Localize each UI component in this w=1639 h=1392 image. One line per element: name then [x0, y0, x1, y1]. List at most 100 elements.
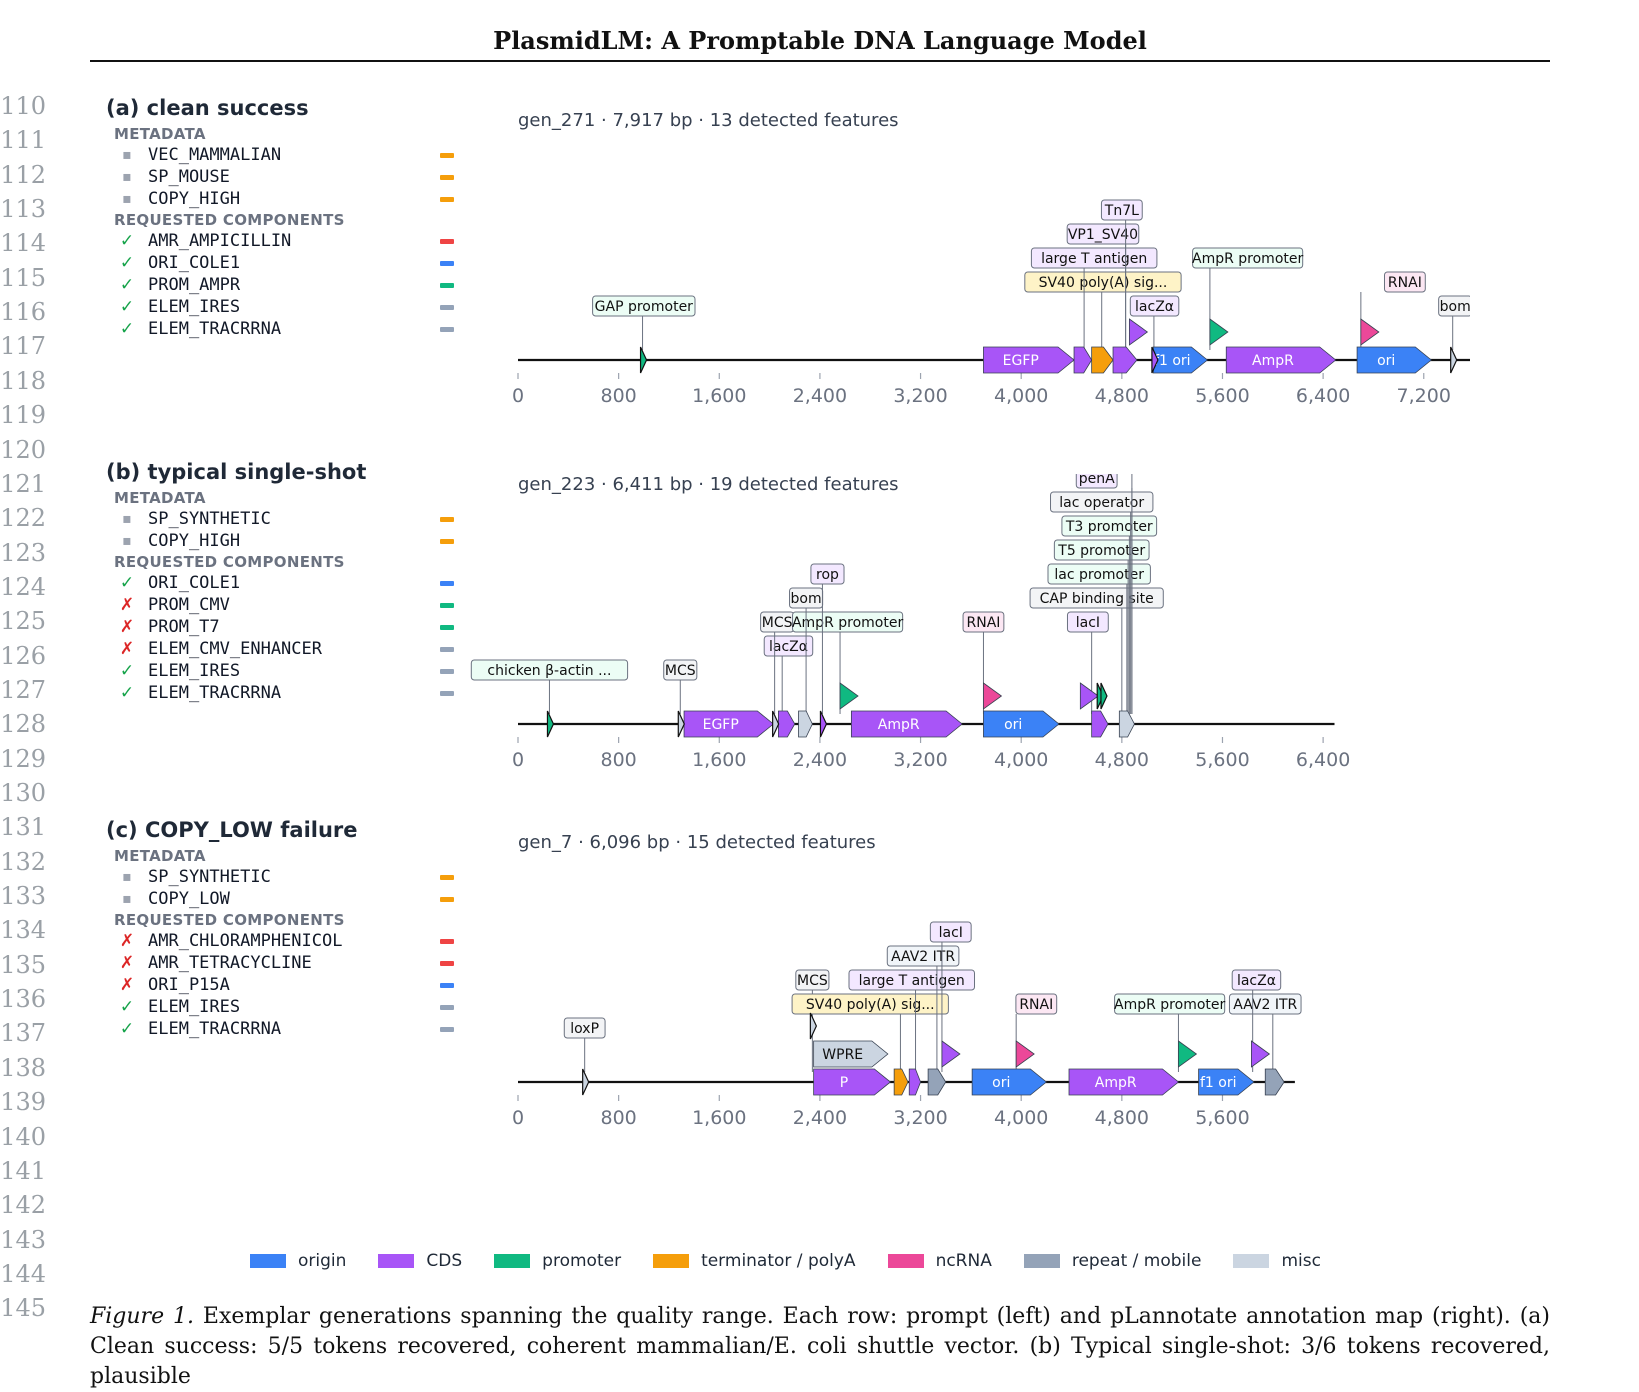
line-number: 116 [0, 298, 46, 327]
line-number: 139 [0, 1088, 46, 1117]
component-row: ✗ORI_P15A [118, 974, 466, 996]
feature-marker [677, 710, 685, 738]
feature-label: SV40 poly(A) sig... [806, 997, 935, 1013]
axis-tick-label: 1,600 [692, 385, 746, 407]
axis-tick-label: 800 [601, 749, 637, 771]
component-row: ✓ORI_COLE1 [118, 252, 466, 274]
check-icon: ✓ [119, 1019, 135, 1039]
feature-label: RNAI [967, 615, 1001, 631]
feature-label: lac promoter [1054, 567, 1144, 583]
feature-arrow-label: f1 ori [1154, 353, 1191, 369]
line-number: 117 [0, 332, 46, 361]
feature-label-box [763, 635, 814, 657]
legend-swatch [1023, 1254, 1060, 1268]
feature-label: rop [816, 567, 839, 583]
feature-label-box [1029, 587, 1164, 609]
category-swatch [440, 603, 454, 608]
component-token: AMR_TETRACYCLINE [148, 953, 312, 973]
feature-marker [582, 1068, 590, 1096]
feature-label-box [663, 659, 698, 681]
bullet-icon: ▪ [122, 191, 132, 207]
feature-arrow-label: EGFP [1003, 353, 1039, 369]
feature-label-box [1075, 474, 1118, 489]
metadata-token: VEC_MAMMALIAN [148, 145, 282, 165]
line-number: 129 [0, 744, 46, 773]
feature-marker [1128, 318, 1149, 346]
category-swatch [440, 647, 454, 652]
line-number: 112 [0, 160, 46, 189]
feature-arrow-label: AmpR [878, 717, 920, 733]
component-row: ✓PROM_AMPR [118, 274, 466, 296]
feature-label: lacZα [769, 639, 808, 655]
component-row: ✓ ELEM_TRACRRNA [118, 1018, 466, 1040]
feature-label: MCS [762, 615, 793, 631]
component-token: AMR_AMPICILLIN [148, 231, 292, 251]
feature-label: T3 promoter [1065, 519, 1153, 535]
line-number: 134 [0, 916, 46, 945]
metadata-heading: METADATA [114, 489, 206, 507]
line-number: 111 [0, 126, 46, 155]
feature-label-box [1438, 295, 1470, 317]
legend-swatch [887, 1254, 924, 1268]
feature-label-box [1100, 199, 1143, 221]
component-token: ELEM_TRACRRNA [148, 1019, 282, 1039]
feature-label: lacZα [1135, 299, 1174, 315]
separator: · [595, 474, 613, 495]
feature-label-box [791, 993, 949, 1015]
feature-arrow-label: ori [1377, 353, 1395, 369]
legend-item: repeat / mobile [1023, 1251, 1202, 1271]
feature-label: large T antigen [859, 973, 965, 989]
legend-label: terminator / polyA [701, 1251, 856, 1271]
check-icon: ✓ [119, 997, 135, 1017]
component-row: ✓ELEM_TRACRRNA [118, 682, 466, 704]
category-swatch [440, 539, 454, 544]
component-token: ELEM_IRES [148, 297, 241, 317]
axis-tick-label: 0 [512, 749, 524, 771]
metadata-token: SP_SYNTHETIC [148, 509, 271, 529]
component-token: PROM_CMV [148, 595, 230, 615]
map-header: gen_7 · 6,096 bp · 15 detected features [518, 832, 876, 853]
caption-figure-label: Figure 1. [90, 1304, 194, 1329]
feature-arrow-label: P [840, 1075, 848, 1091]
feature-label: lacZα [1237, 973, 1276, 989]
separator: · [572, 832, 590, 853]
axis-tick-label: 800 [601, 385, 637, 407]
feature-arrow [1264, 1068, 1285, 1096]
legend-label: misc [1281, 1251, 1321, 1271]
category-swatch [440, 261, 454, 266]
legend-label: repeat / mobile [1071, 1251, 1202, 1271]
legend-label: promoter [542, 1251, 622, 1271]
metadata-token: COPY_HIGH [148, 531, 241, 551]
requested-heading: REQUESTED COMPONENTS [114, 553, 345, 571]
feature-arrow [1068, 1068, 1180, 1096]
feature-label: T5 promoter [1057, 543, 1145, 559]
component-token: PROM_T7 [148, 617, 220, 637]
feature-count: 15 detected features [686, 832, 876, 853]
axis-tick-label: 2,400 [793, 749, 847, 771]
axis-tick-label: 5,600 [1195, 1107, 1249, 1129]
feature-label-box [1015, 993, 1058, 1015]
line-number: 125 [0, 607, 46, 636]
metadata-heading: METADATA [114, 125, 206, 143]
line-number: 127 [0, 675, 46, 704]
line-number: 138 [0, 1053, 46, 1082]
bullet-icon: ▪ [122, 891, 132, 907]
feature-marker [941, 1040, 961, 1068]
component-row: ✗PROM_CMV [118, 594, 466, 616]
check-icon: ✓ [119, 661, 135, 681]
legend-item: misc [1233, 1251, 1321, 1271]
feature-label: MCS [797, 973, 828, 989]
feature-label: RNAI [1388, 275, 1422, 291]
feature-label: AAV2 ITR [891, 949, 955, 965]
feature-label-box [1228, 993, 1302, 1015]
feature-label: RNAI [1019, 997, 1053, 1013]
component-row: ✓ELEM_IRES [118, 296, 466, 318]
line-number: 137 [0, 1019, 46, 1048]
feature-arrow [1198, 1068, 1255, 1096]
line-number: 145 [0, 1294, 46, 1323]
feature-marker [639, 346, 648, 374]
category-swatch [440, 669, 454, 674]
feature-marker [1015, 1040, 1035, 1068]
